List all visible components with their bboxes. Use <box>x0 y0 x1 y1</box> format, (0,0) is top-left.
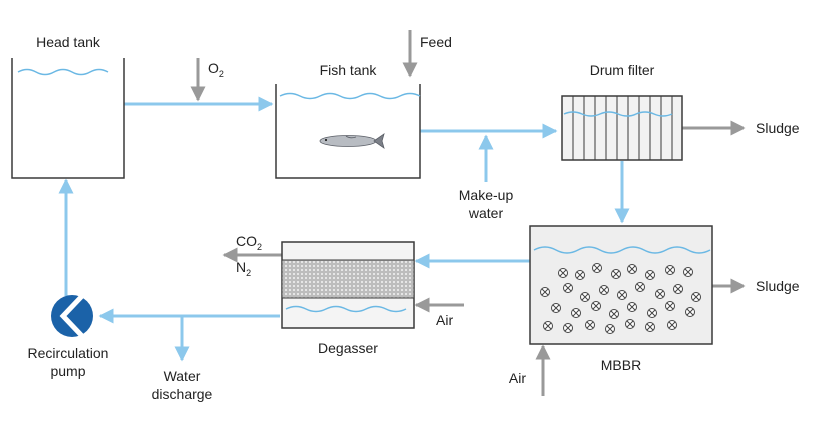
makeup-water-label-line2: water <box>468 205 504 221</box>
feed-label: Feed <box>420 34 452 50</box>
degasser-water-surface <box>285 305 407 313</box>
head-tank-water-surface <box>17 68 109 76</box>
o2-label: O2 <box>208 60 224 79</box>
recirculation-pump-icon <box>51 294 93 338</box>
head-tank <box>11 58 125 179</box>
pump-label-line2: pump <box>50 363 85 379</box>
air-mbbr-label: Air <box>509 370 526 386</box>
flow-lines <box>58 96 630 362</box>
sludge-top-label: Sludge <box>756 120 800 136</box>
mbbr-water-surface <box>533 246 711 254</box>
degasser-packing-media <box>281 259 415 299</box>
air-degasser-label: Air <box>436 312 453 328</box>
labels: Head tank O2 Feed Fish tank Drum filter … <box>28 34 800 402</box>
makeup-water-label-line1: Make-up <box>459 187 514 203</box>
drum-filter-label: Drum filter <box>590 62 655 78</box>
fish-icon <box>319 133 385 149</box>
sludge-mbbr-label: Sludge <box>756 278 800 294</box>
water-discharge-label-line1: Water <box>164 368 201 384</box>
head-tank-label: Head tank <box>36 34 101 50</box>
pump-label-line1: Recirculation <box>28 345 109 361</box>
mbbr-tank <box>529 225 713 345</box>
degasser-label: Degasser <box>318 340 378 356</box>
fish-tank <box>275 84 421 179</box>
fish-tank-water-surface <box>279 92 421 100</box>
gray-arrows <box>190 30 746 396</box>
n2-label: N2 <box>236 259 251 278</box>
mbbr-label: MBBR <box>601 357 641 373</box>
drum-filter-water-surface <box>563 111 673 117</box>
co2-label: CO2 <box>236 233 262 252</box>
water-discharge-label-line2: discharge <box>152 386 213 402</box>
drum-filter <box>561 95 683 161</box>
degasser-unit <box>281 241 415 329</box>
fish-tank-label: Fish tank <box>320 62 378 78</box>
